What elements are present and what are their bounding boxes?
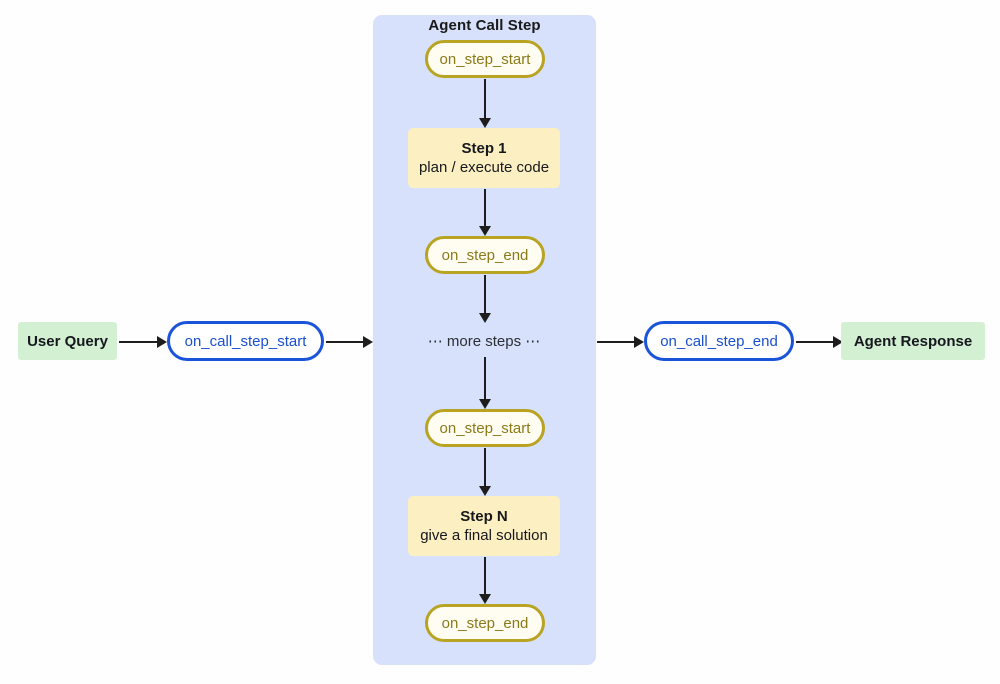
node-more-steps: ⋯ more steps ⋯ [404,328,564,354]
node-on-step-start-first[interactable]: on_step_start [425,40,545,78]
node-user-query-label: User Query [27,332,108,350]
node-step-1-subtitle: plan / execute code [418,159,550,176]
node-on-call-step-start-label: on_call_step_start [184,332,307,350]
node-agent-response-label: Agent Response [853,332,973,350]
node-step-1-title: Step 1 [461,139,507,157]
node-on-step-end-first-label: on_step_end [441,246,529,264]
arrow-step-start-to-step1 [479,79,491,128]
node-on-step-start-first-label: on_step_start [439,50,531,68]
arrow-step-start-to-step-n [479,448,491,496]
arrow-step1-to-step-end [479,189,491,236]
node-agent-response[interactable]: Agent Response [841,322,985,360]
arrow-step-n-to-step-end [479,557,491,604]
subgraph-title: Agent Call Step [428,17,541,34]
node-on-call-step-start[interactable]: on_call_step_start [167,321,324,361]
node-on-step-start-last[interactable]: on_step_start [425,409,545,447]
node-step-1[interactable]: Step 1 plan / execute code [408,128,560,188]
node-on-call-step-end[interactable]: on_call_step_end [644,321,794,361]
node-on-step-end-last-label: on_step_end [441,614,529,632]
arrow-user-query-to-call-start [119,336,167,348]
node-more-steps-label: ⋯ more steps ⋯ [427,333,541,350]
node-step-n[interactable]: Step N give a final solution [408,496,560,556]
arrow-step-end-to-more-steps [479,275,491,323]
arrow-call-start-to-subgraph [326,336,373,348]
node-step-n-subtitle: give a final solution [420,527,548,544]
node-user-query[interactable]: User Query [18,322,117,360]
node-on-call-step-end-label: on_call_step_end [660,332,778,350]
node-on-step-end-last[interactable]: on_step_end [425,604,545,642]
arrow-subgraph-to-call-end [597,336,644,348]
node-on-step-end-first[interactable]: on_step_end [425,236,545,274]
node-on-step-start-last-label: on_step_start [439,419,531,437]
node-step-n-title: Step N [460,507,508,525]
arrow-call-end-to-agent-response [796,336,843,348]
arrow-more-steps-to-step-start [479,357,491,409]
